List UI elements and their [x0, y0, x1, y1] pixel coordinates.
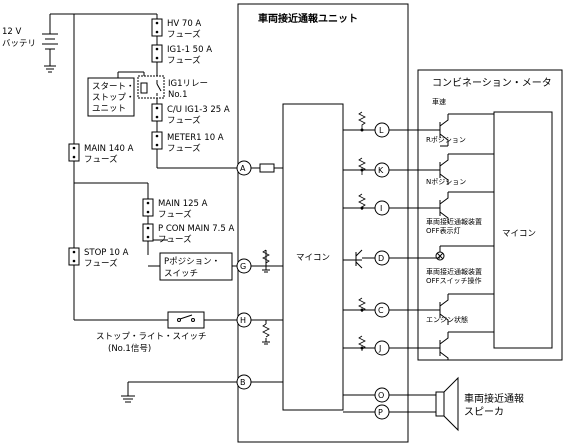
stop-light-switch-icon — [167, 311, 205, 329]
fuse-ig1-name: IG1-1 50 A — [167, 45, 212, 55]
p-position-switch — [159, 252, 233, 281]
start-stop-label-2: ストップ・ — [92, 93, 135, 103]
speaker-icon — [435, 376, 459, 432]
fuse-hv-name: HV 70 A — [167, 19, 201, 29]
pin-p: P — [374, 404, 390, 420]
svg-text:G: G — [240, 262, 246, 271]
fuse-meter-name: METER1 10 A — [167, 133, 224, 143]
battery-icon — [42, 33, 58, 56]
svg-text:J: J — [378, 344, 381, 353]
battery-label: 12 V — [2, 27, 22, 37]
svg-text:O: O — [378, 391, 384, 400]
fuse-main140-name: MAIN 140 A — [84, 144, 134, 154]
svg-text:H: H — [240, 316, 246, 325]
svg-text:A: A — [240, 164, 246, 173]
svg-text:D: D — [378, 254, 384, 263]
start-stop-label-3: ユニット — [92, 104, 126, 114]
fuse-ig1-type: フューズ — [167, 55, 201, 66]
unit-micon-box — [282, 103, 344, 411]
approach-unit-title: 車両接近通報ユニット — [258, 12, 358, 25]
ig1-relay-icon — [137, 75, 165, 99]
p-position-label: Pポジション・ — [164, 257, 220, 267]
speaker-label-2: スピーカ — [464, 406, 504, 418]
fuse-ig1-icon — [151, 44, 163, 63]
stop-light-label: ストップ・ライト・スイッチ — [96, 332, 207, 342]
ig1-relay-label-2: No.1 — [168, 90, 188, 100]
fuse-main140-type: フューズ — [84, 154, 118, 165]
pin-g: G — [236, 258, 252, 274]
meter-micon-label: マイコン — [502, 229, 536, 239]
fuse-hv-type: フューズ — [167, 29, 201, 40]
pin-o: O — [374, 387, 390, 403]
meter-lines — [389, 129, 440, 413]
pulldown-h — [262, 320, 270, 345]
fuse-meter-icon — [151, 131, 163, 150]
speaker-label: 車両接近通報 — [464, 392, 524, 405]
signal-r: Rポジション — [426, 136, 466, 144]
start-stop-unit — [87, 77, 135, 117]
fuse-stop-name: STOP 10 A — [84, 248, 129, 258]
pin-a: A — [236, 160, 252, 176]
pulldown-g — [262, 249, 270, 273]
signal-switch-2: OFFスイッチ操作 — [426, 276, 482, 285]
ig1-relay-label: IG1リレー — [168, 79, 208, 89]
pin-i: I — [374, 200, 390, 216]
svg-text:I: I — [380, 204, 382, 213]
signal-n: Nポジション — [426, 178, 466, 186]
off-indicator-lamp-icon — [435, 245, 494, 261]
fuse-pcon-icon — [142, 223, 154, 242]
svg-text:P: P — [378, 408, 383, 417]
svg-text:L: L — [379, 126, 384, 135]
fuse-main125-name: MAIN 125 A — [158, 199, 208, 209]
meter-transistors — [439, 113, 494, 360]
fuse-main125-icon — [142, 198, 154, 217]
unit-micon-label: マイコン — [296, 253, 330, 263]
fuse-pcon-name: P CON MAIN 7.5 A — [158, 224, 234, 234]
svg-text:B: B — [240, 378, 246, 387]
p-position-label-2: スイッチ — [164, 269, 198, 279]
stop-light-label-2: (No.1信号) — [108, 343, 151, 354]
fuse-cu-type: フューズ — [167, 115, 201, 126]
start-stop-label: スタート・ — [92, 82, 135, 92]
fuse-pcon-type: フューズ — [158, 234, 192, 245]
fuse-meter-type: フューズ — [167, 143, 201, 154]
unit-pull-resistors — [358, 111, 366, 351]
pin-b: B — [236, 374, 252, 390]
svg-text:C: C — [378, 306, 384, 315]
combination-meter-title: コンビネーション・メータ — [432, 77, 552, 89]
fuse-main140-icon — [68, 143, 80, 162]
fuse-hv-icon — [151, 18, 163, 37]
fuse-stop-type: フューズ — [84, 258, 118, 269]
fuse-cu-name: C/U IG1-3 25 A — [167, 105, 230, 115]
pin-d: D — [374, 250, 390, 266]
resistor-icon — [259, 163, 275, 173]
signal-switch-1: 車両接近通報装置 — [426, 267, 482, 276]
transistor-d-icon — [355, 249, 363, 269]
signal-lamp-2: OFF表示灯 — [426, 226, 461, 235]
fuse-stop-icon — [68, 247, 80, 266]
signal-engine: エンジン状態 — [426, 315, 468, 324]
pin-l: L — [374, 122, 390, 138]
battery-label-2: バッテリ — [2, 39, 36, 49]
pin-j: J — [374, 340, 390, 356]
pin-k: K — [374, 162, 390, 178]
fuse-main125-type: フューズ — [158, 209, 192, 220]
signal-speed: 車速 — [432, 97, 446, 106]
pin-c: C — [374, 302, 390, 318]
pin-h: H — [236, 312, 252, 328]
meter-micon-box — [493, 111, 553, 349]
svg-text:K: K — [378, 166, 384, 175]
signal-lamp-1: 車両接近通報装置 — [426, 217, 482, 226]
fuse-cu-icon — [151, 103, 163, 122]
